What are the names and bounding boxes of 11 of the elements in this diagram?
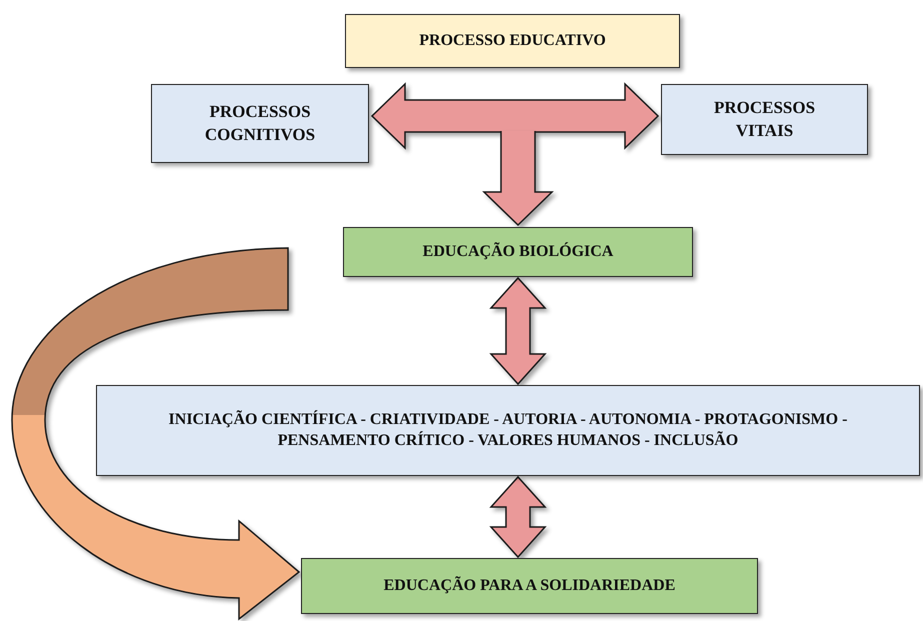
- block-arrow: [370, 82, 660, 150]
- process-box: PROCESSOS COGNITIVOS: [151, 84, 369, 163]
- block-arrow: [489, 476, 547, 558]
- block-arrow: [482, 130, 554, 226]
- process-box: EDUCAÇÃO PARA A SOLIDARIEDADE: [301, 558, 758, 614]
- block-arrow: [489, 276, 547, 386]
- block-arrow: [11, 247, 300, 620]
- process-box: EDUCAÇÃO BIOLÓGICA: [343, 227, 693, 277]
- process-box: PROCESSOS VITAIS: [661, 84, 868, 155]
- process-box: INICIAÇÃO CIENTÍFICA - CRIATIVIDADE - AUTORIA - AUTONOMIA - PROTAGONISMO - PENSAMENTO CRÍTICO - VALORES HUMANOS - INCLUSÃO: [96, 385, 920, 476]
- process-box: PROCESSO EDUCATIVO: [345, 14, 680, 68]
